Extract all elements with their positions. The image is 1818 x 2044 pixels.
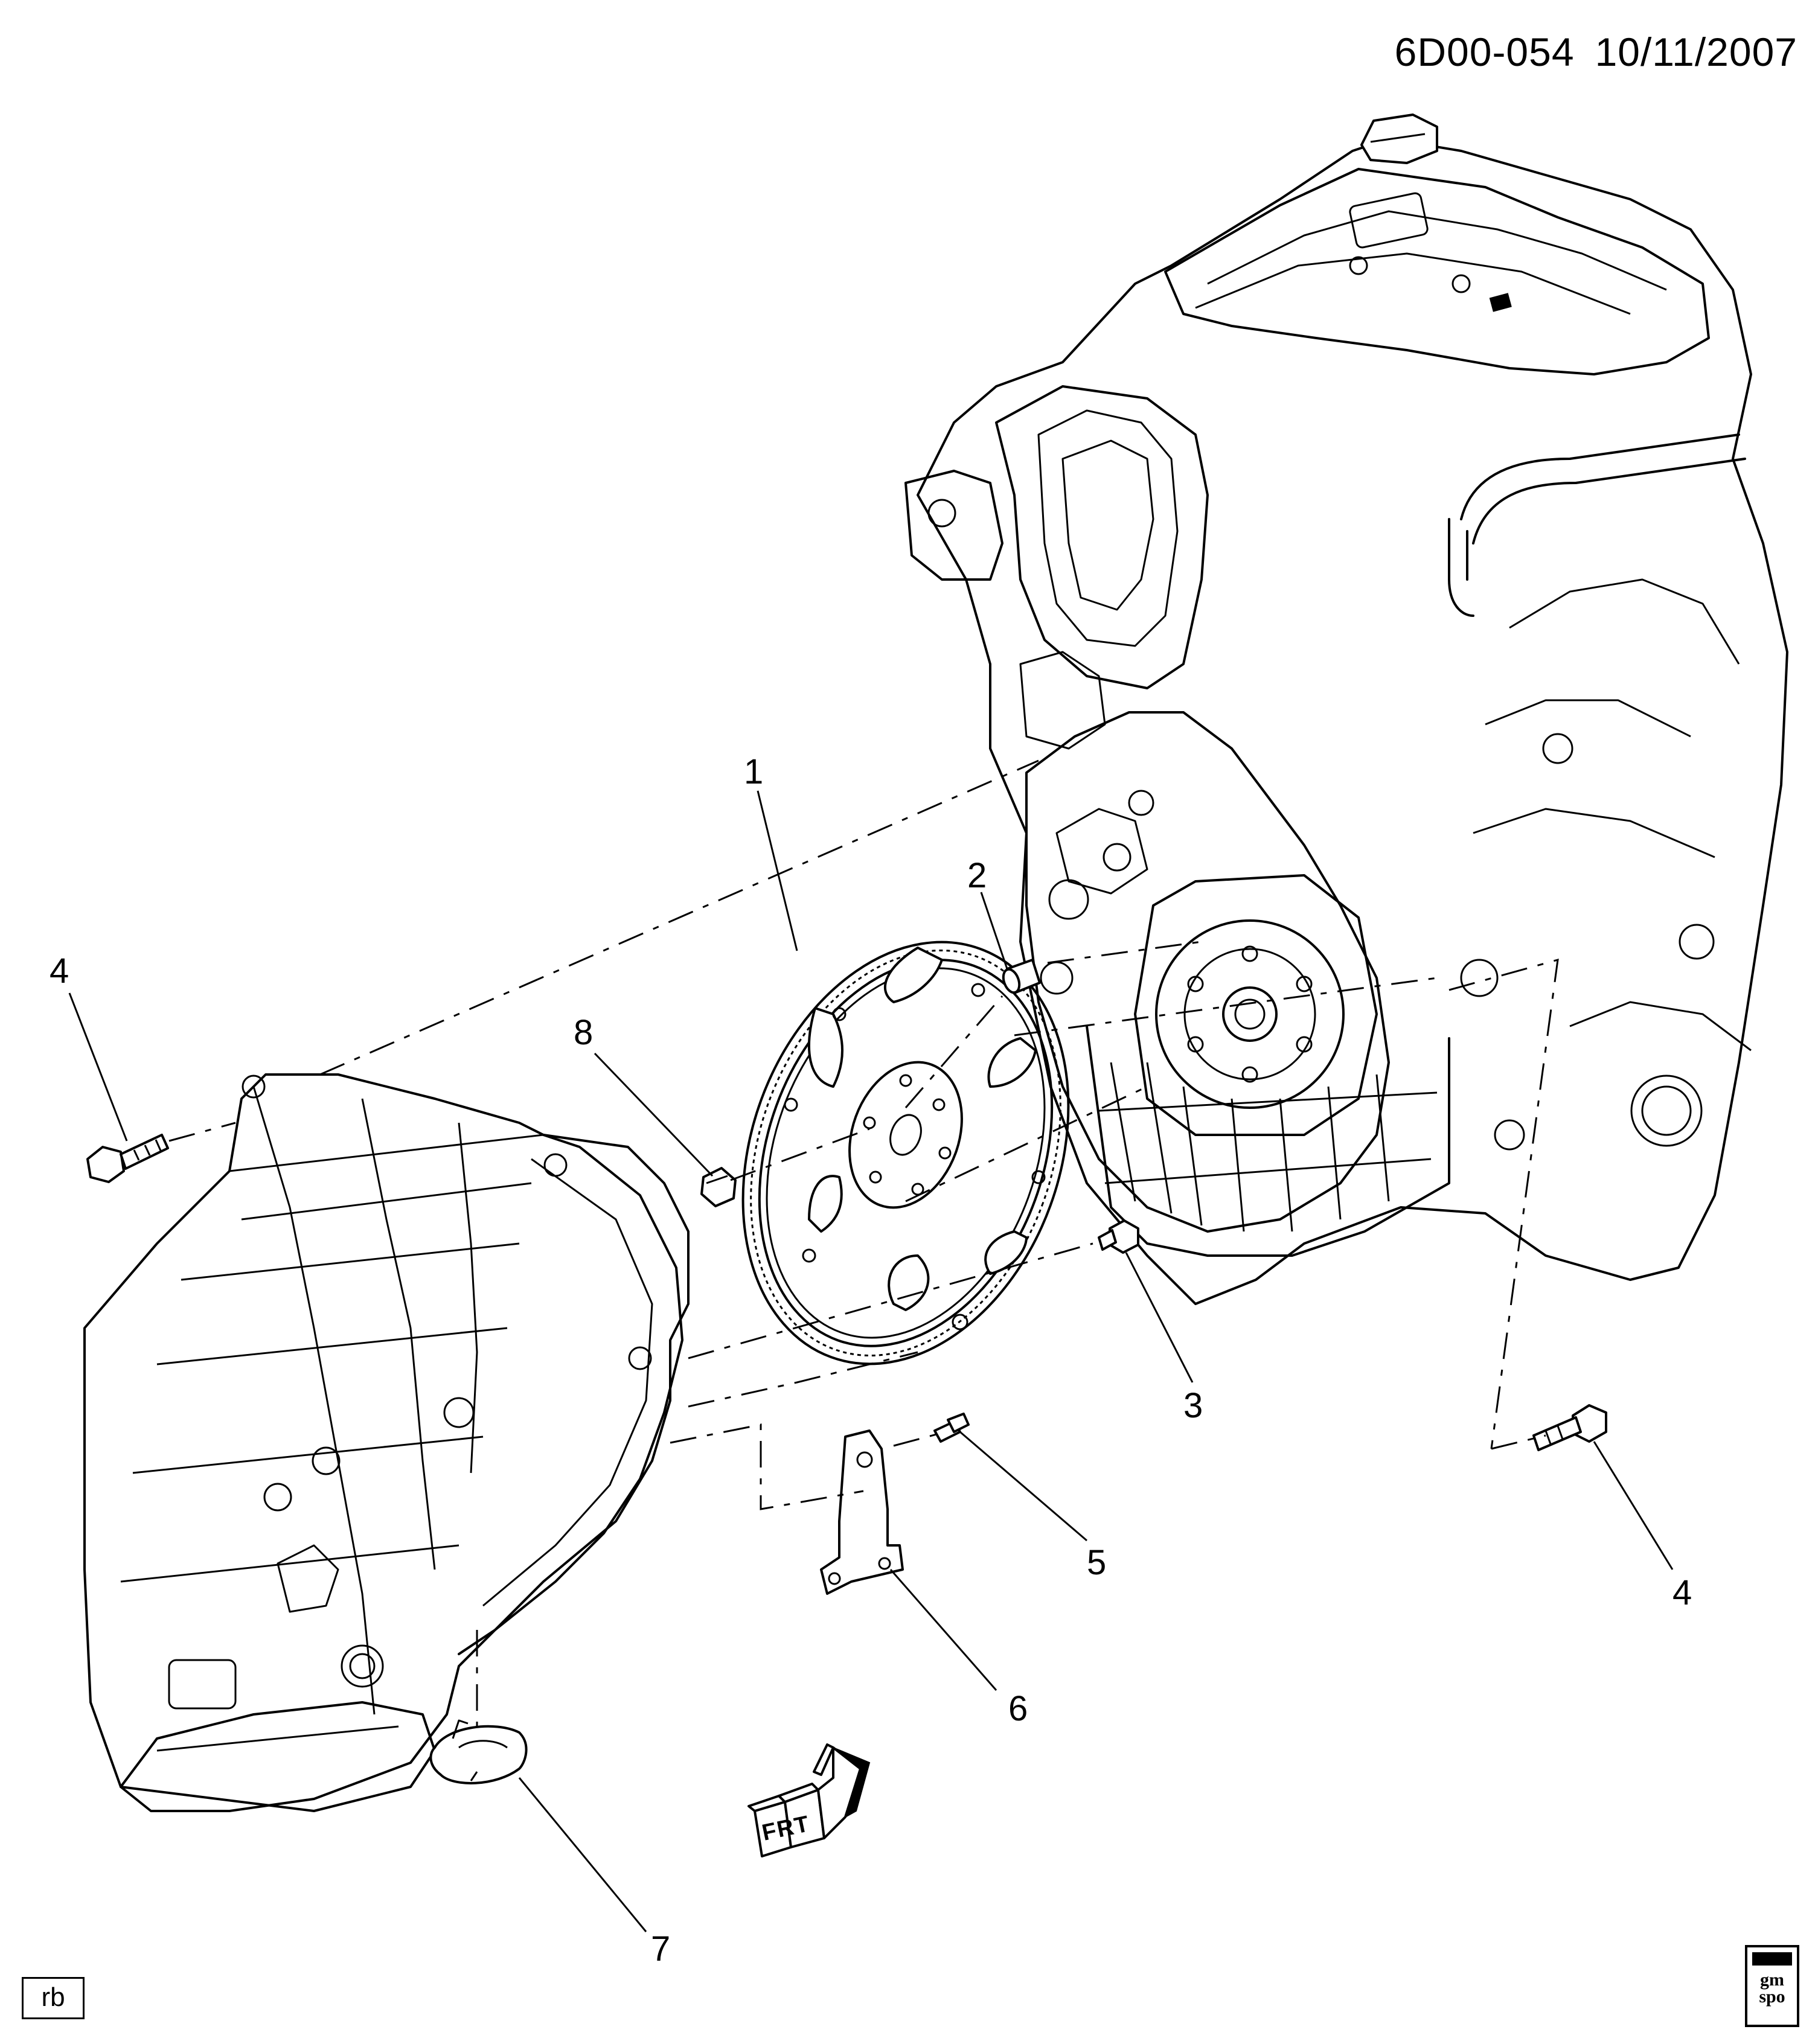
callout-4-left: 4 [50,951,69,991]
stud-part [933,1413,970,1443]
bracket-part [820,1429,904,1595]
callout-2: 2 [967,856,987,895]
callout-6: 6 [1008,1689,1028,1728]
callout-5: 5 [1087,1543,1107,1582]
logo-text-top: gm [1760,1970,1784,1990]
callout-3: 3 [1183,1386,1203,1425]
gm-spo-logo: gm spo [1745,1945,1799,2027]
illustration-date: 10/11/2007 [1595,30,1797,74]
artist-initials-box: rb [22,1977,85,2019]
alignment-lines [168,759,1559,1739]
engine-assembly [904,113,1788,1305]
front-direction-icon [747,1743,871,1857]
retaining-clip-part [429,1719,528,1784]
logo-text: gm spo [1750,1970,1794,2007]
callout-4-right: 4 [1672,1573,1692,1612]
callout-7: 7 [651,1929,671,1969]
logo-text-bottom: spo [1759,1987,1785,2007]
converter-bolt-part [1098,1219,1139,1254]
spacer-part [1002,959,1041,994]
bellhousing-bolt-left-part [86,1134,169,1183]
callout-8: 8 [574,1013,594,1052]
transmission-assembly [83,1073,690,1812]
flexplate [741,941,1070,1365]
bellhousing-bolt-right-part [1532,1404,1607,1451]
illustration-id: 6D00-054 [1394,30,1575,74]
leader-lines [68,790,1674,1932]
callout-1: 1 [744,752,764,791]
flexplate-bolt-part [700,1167,737,1207]
logo-bar [1752,1952,1792,1966]
illustration-header: 6D00-054 10/11/2007 [1374,29,1797,75]
